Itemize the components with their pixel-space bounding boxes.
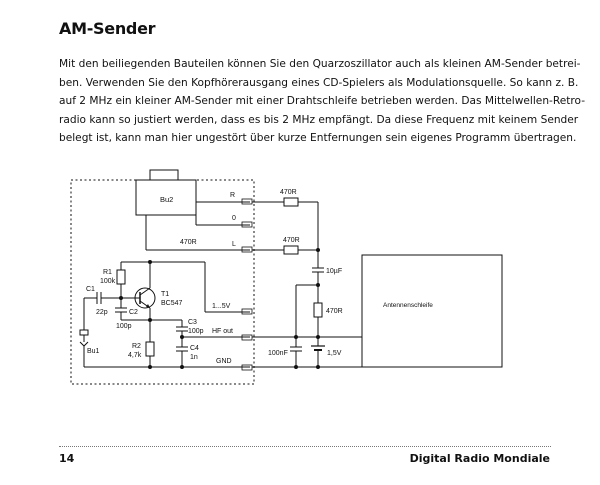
book-title: Digital Radio Mondiale [409, 452, 550, 465]
label-l: L [232, 241, 236, 248]
label-c4-name: C4 [190, 345, 199, 352]
label-r2-value: 4,7k [128, 352, 142, 359]
paragraph-line: ben. Verwenden Sie den Kopfhörerausgang … [59, 76, 579, 89]
label-c1-value: 22p [96, 309, 108, 316]
label-antenna: Antennenschleife [383, 302, 433, 309]
label-r1-value: 100k [100, 278, 116, 285]
label-t1-name: T1 [161, 291, 169, 298]
label-t1-type: BC547 [161, 300, 183, 307]
antenna-loop [361, 254, 503, 368]
paragraph-line: radio kann so justiert werden, dass es b… [59, 113, 579, 126]
label-r1-name: R1 [103, 269, 112, 276]
paragraph-line: belegt ist, kann man hier ungestört über… [59, 132, 577, 144]
label-c4-value: 1n [190, 354, 198, 361]
label-r: R [230, 192, 235, 199]
label-10uf: 10µF [326, 268, 342, 275]
label-zero: 0 [232, 215, 236, 222]
label-c3-name: C3 [188, 319, 197, 326]
label-c1-name: C1 [86, 286, 95, 293]
label-470r-mid: 470R [283, 237, 300, 244]
label-bu1: Bu1 [87, 348, 100, 355]
paragraph-line: Mit den beiliegenden Bauteilen können Si… [59, 58, 581, 70]
label-470r-right: 470R [326, 308, 343, 315]
label-gnd: GND [216, 358, 232, 365]
label-battery: 1,5V [327, 350, 342, 357]
resistor-mid [283, 245, 299, 255]
resistor-top [283, 197, 299, 207]
paragraph-line: auf 2 MHz ein kleiner AM-Sender mit eine… [59, 95, 586, 107]
resistor-r1 [116, 269, 126, 285]
bu2-jack [149, 169, 179, 181]
bu2-body [135, 179, 197, 216]
label-c2-name: C2 [129, 309, 138, 316]
page-number: 14 [59, 452, 75, 465]
label-470r-left: 470R [180, 239, 197, 246]
resistor-r2 [145, 341, 155, 357]
label-c2-value: 100p [116, 323, 132, 330]
label-supply: 1...5V [212, 303, 231, 310]
label-hf-out: HF out [212, 328, 233, 335]
bu2-label: Bu2 [160, 195, 173, 204]
body-paragraph: Mit den beiliegenden Bauteilen können Si… [59, 55, 586, 148]
label-100nf: 100nF [268, 350, 288, 357]
section-title: AM-Sender [59, 19, 156, 38]
label-c3-value: 100p [188, 328, 204, 335]
resistor-right [313, 302, 323, 318]
footer-divider [59, 446, 551, 447]
label-470r-top: 470R [280, 189, 297, 196]
label-r2-name: R2 [132, 343, 141, 350]
bu1-jack [79, 329, 89, 336]
